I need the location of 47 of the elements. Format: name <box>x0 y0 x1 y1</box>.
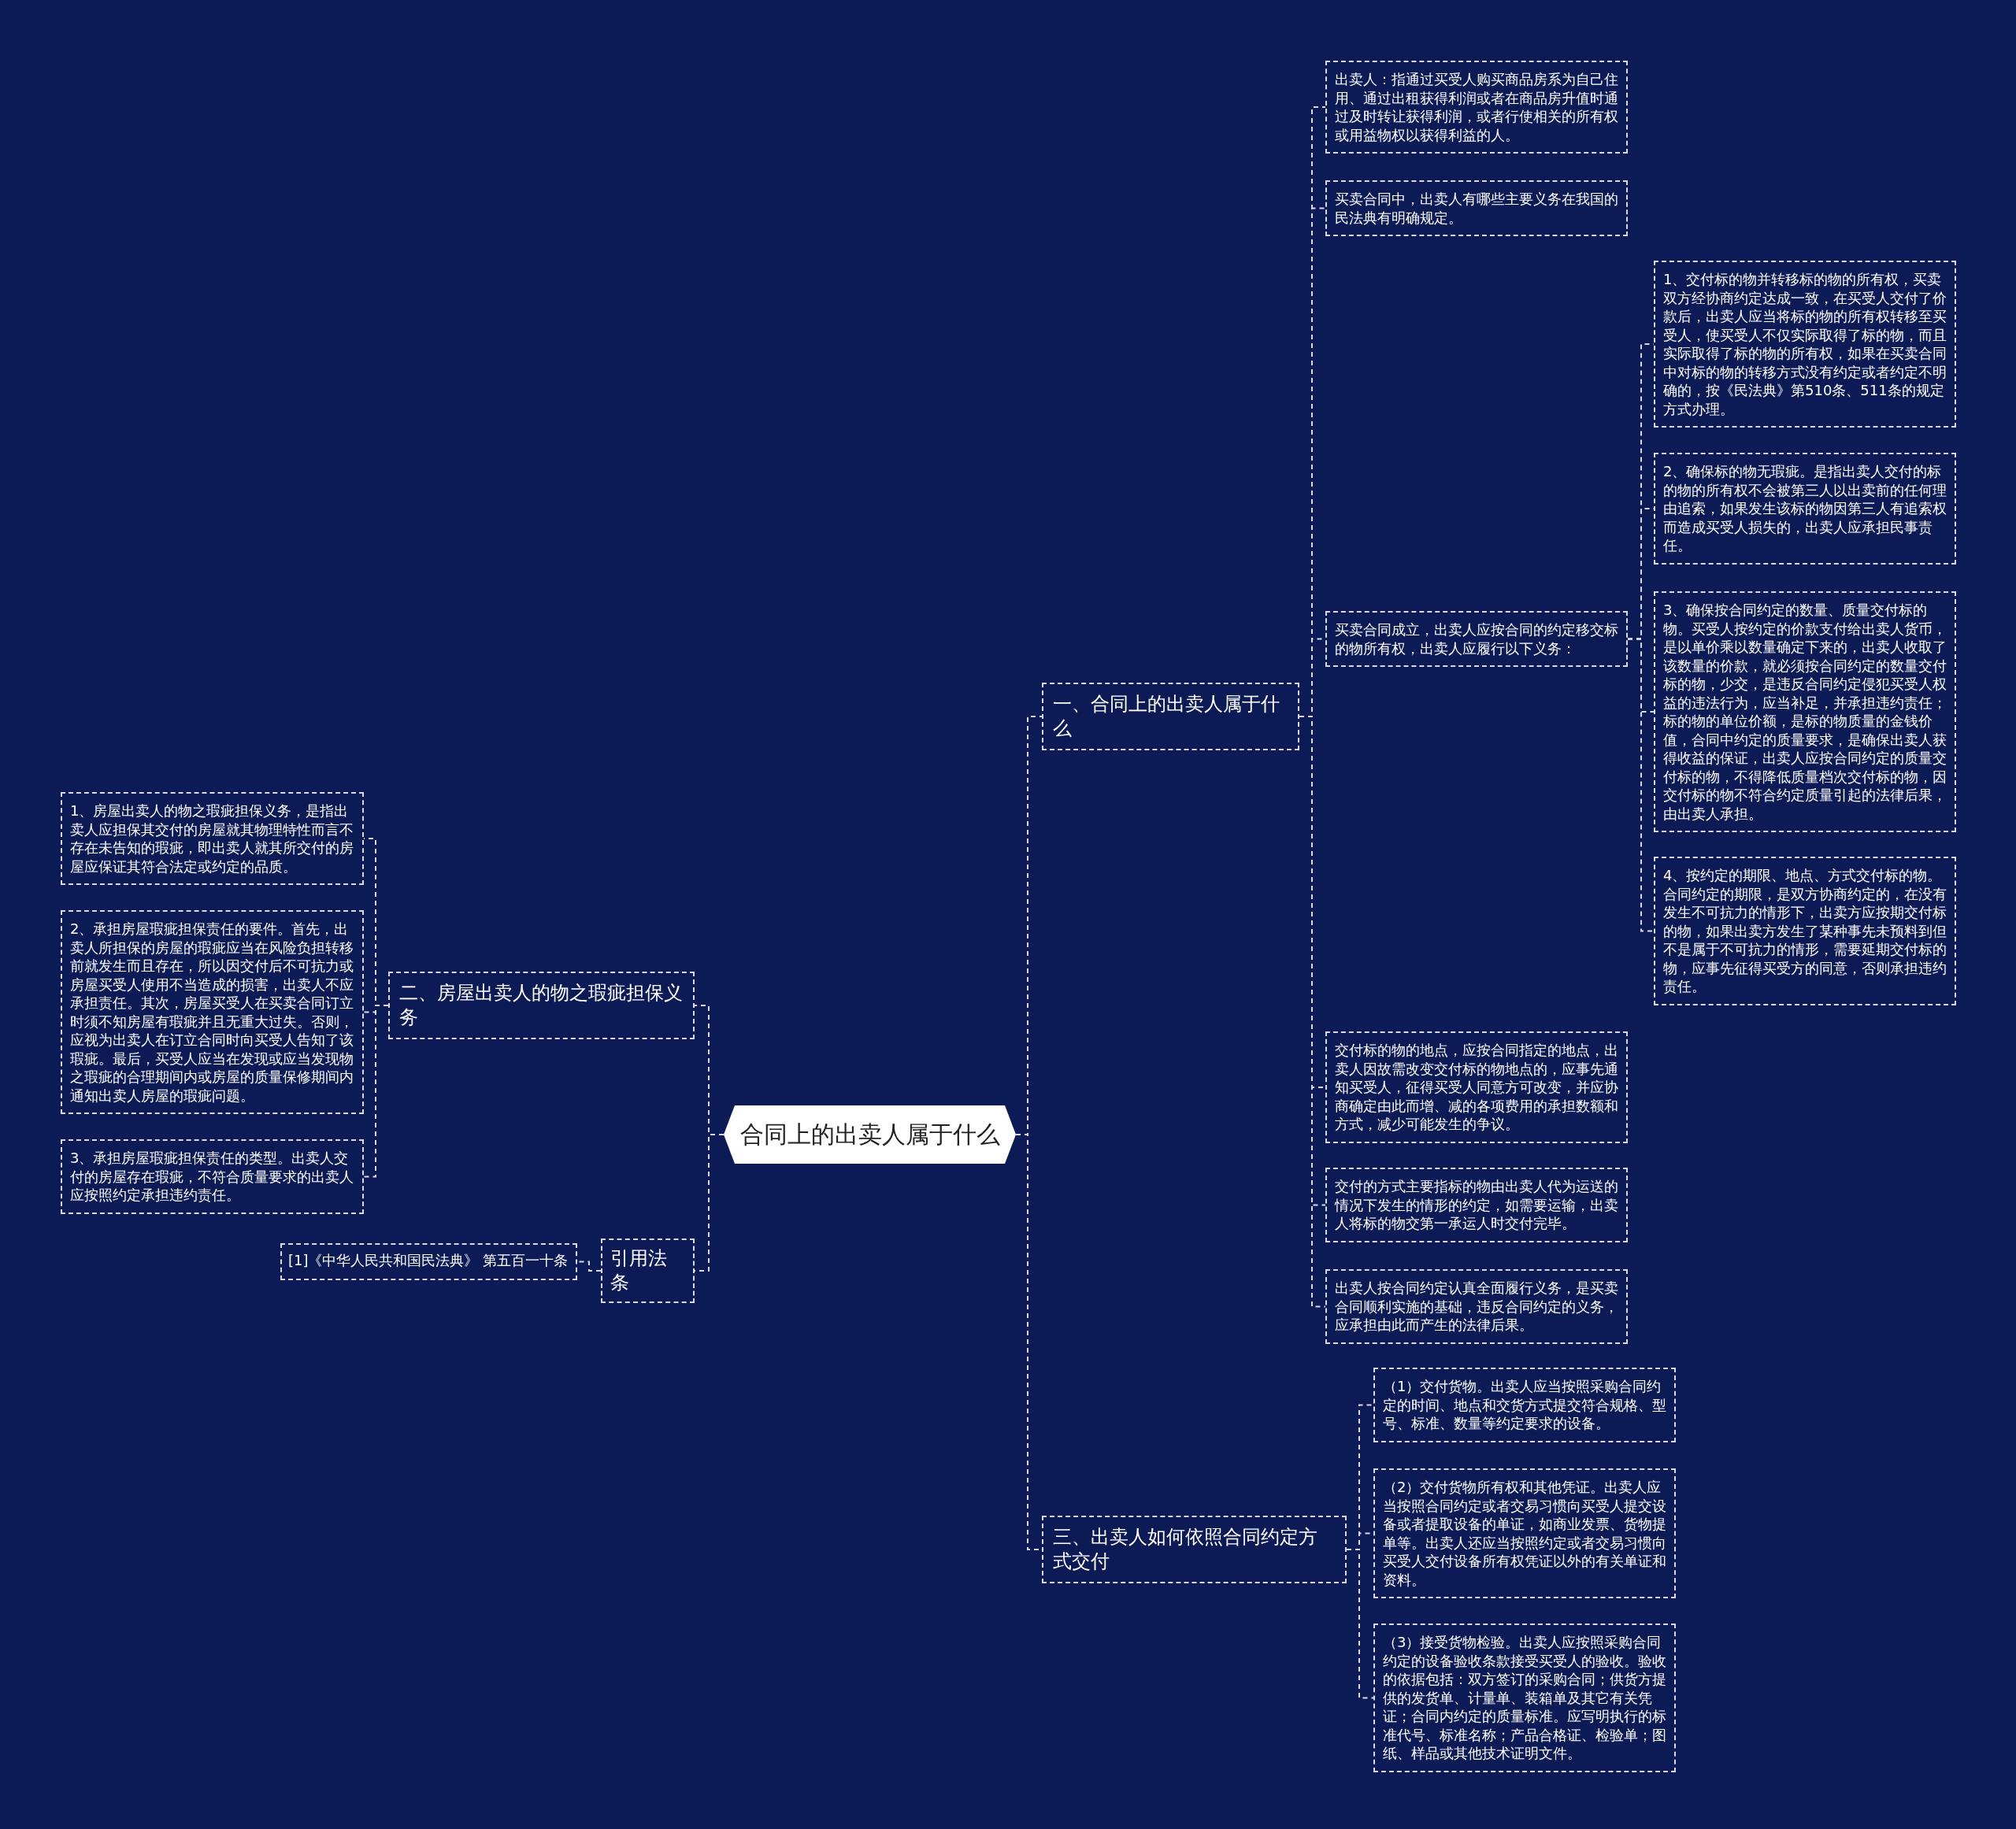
note-text: 3、确保按合同约定的数量、质量交付标的物。买受人按约定的价款支付给出卖人货币，是以单价乘以数量确定下来的，出卖人收取了该数量的价款，就必须按合同约定的数量交付标的物，少交，是违反合同约定侵犯买受人权益的违法行为，应当补足，并承担违约责任；标的物的单位价额，是标的物质量的金钱价值，合同中约定的质量要求，是确保出卖人获得收益的保证，出卖人应按合同约定的质量交付标的物，不得降低质量档次交付标的物，因交付标的物不符合约定质量引起的法律后果，由出卖人承担。 <box>1663 601 1947 823</box>
note-box <box>1373 1468 1676 1598</box>
note-text: 2、确保标的物无瑕疵。是指出卖人交付的标的物的所有权不会被第三人以出卖前的任何理由追索，如果发生该标的物因第三人有追索权而造成买受人损失的，出卖人应承担民事责任。 <box>1663 462 1947 555</box>
note-box <box>61 792 364 885</box>
note-box <box>1325 1269 1628 1344</box>
connector-line <box>694 1134 724 1272</box>
note-text: （1）交付货物。出卖人应当按照采购合同约定的时间、地点和交货方式提交符合规格、型号、标准、数量等约定要求的设备。 <box>1383 1377 1666 1433</box>
note-text: 2、承担房屋瑕疵担保责任的要件。首先，出卖人所担保的房屋的瑕疵应当在风险负担转移前就发生而且存在，所以因交付后不可抗力或房屋买受人使用不当造成的损害，出卖人不应承担责任。其次，房屋买受人在买卖合同订立时须不知房屋有瑕疵并且无重大过失。否则，应视为出卖人在订立合同时向买受人告知了该瑕疵。最后，买受人应当在发现或应当发现物之瑕疵的合理期间内或房屋的质量保修期间内通知出卖人房屋的瑕疵问题。 <box>70 920 354 1105</box>
note-text: 1、交付标的物并转移标的物的所有权，买卖双方经协商约定达成一致，在买受人交付了价款后，出卖人应当将标的物的所有权转移至买受人，使买受人不仅实际取得了标的物，而且实际取得了标的物的所有权，如果在买卖合同中对标的物的转移方式没有约定或者约定不明确的，按《民法典》第510条、511条的规定方式办理。 <box>1663 270 1947 418</box>
note-box <box>1325 1031 1628 1143</box>
note-box <box>1325 1168 1628 1242</box>
note-box <box>1325 61 1628 154</box>
note-text: 出卖人：指通过买受人购买商品房系为自己住用、通过出租获得利润或者在商品房升值时通过及时转让获得利润，或者行使相关的所有权或用益物权以获得利益的人。 <box>1335 70 1618 144</box>
branch-box <box>1042 683 1299 750</box>
note-box <box>1373 1624 1676 1772</box>
note-box <box>1654 857 1956 1005</box>
note-box <box>1325 611 1628 667</box>
branch-box <box>601 1238 695 1303</box>
note-text: 出卖人按合同约定认真全面履行义务，是买卖合同顺利实施的基础，违反合同约定的义务，应承担由此而产生的法律后果。 <box>1335 1279 1618 1335</box>
connector-line <box>1627 638 1655 932</box>
note-text: 4、按约定的期限、地点、方式交付标的物。合同约定的期限，是双方协商约定的，在没有发生不可抗力的情形下，出卖方应按期交付标的物，如果出卖方发生了某种事先未预料到但不是属于不可抗力的情形，需要延期交付标的物，应事先征得买受方的同意，否则承担违约责任。 <box>1663 866 1947 996</box>
central-topic <box>724 1105 1016 1164</box>
branch-label: 二、房屋出卖人的物之瑕疵担保义务 <box>399 981 684 1030</box>
branch-box <box>388 972 695 1039</box>
note-box <box>1654 261 1956 428</box>
note-text: 交付标的物的地点，应按合同指定的地点，出卖人因故需改变交付标的物地点的，应事先通知买受人，征得买受人同意方可改变，并应协商确定由此而增、减的各项费用的承担数额和方式，减少可能发生的争议。 <box>1335 1041 1618 1134</box>
connector-line <box>1346 1549 1374 1699</box>
branch-label: 引用法条 <box>610 1246 668 1295</box>
note-box <box>280 1243 577 1280</box>
note-text: 买卖合同成立，出卖人应按合同的约定移交标的物所有权，出卖人应履行以下义务： <box>1335 620 1618 657</box>
note-text: 3、承担房屋瑕疵担保责任的类型。出卖人交付的房屋存在瑕疵，不符合质量要求的出卖人应按照约定承担违约责任。 <box>70 1149 354 1205</box>
note-box <box>1325 180 1628 236</box>
branch-label: 一、合同上的出卖人属于什么 <box>1053 692 1280 741</box>
note-box <box>61 1139 364 1214</box>
note-box <box>1654 453 1956 565</box>
branch-box <box>1042 1516 1347 1583</box>
connector-line <box>1299 716 1326 1308</box>
note-text: 买卖合同中，出卖人有哪些主要义务在我国的民法典有明确规定。 <box>1335 190 1618 227</box>
note-text: 交付的方式主要指标的物由出卖人代为运送的情况下发生的情形的约定，如需要运输，出卖人将标的物交第一承运人时交付完毕。 <box>1335 1177 1618 1233</box>
connector-line <box>363 1005 389 1178</box>
note-text: 1、房屋出卖人的物之瑕疵担保义务，是指出卖人应担保其交付的房屋就其物理特性而言不存在未告知的瑕疵，即出卖人就其所交付的房屋应保证其符合法定或约定的品质。 <box>70 802 354 876</box>
branch-label: 三、出卖人如何依照合同约定方式交付 <box>1053 1525 1318 1574</box>
note-box <box>1373 1368 1676 1442</box>
note-text: [1]《中华人民共和国民法典》 第五百一十条 <box>288 1251 569 1270</box>
note-text: （3）接受货物检验。出卖人应按照采购合同约定的设备验收条款接受买受人的验收。验收的依据包括：双方签订的采购合同；供货方提供的发货单、计量单、装箱单及其它有关凭证；合同内约定的质量标准。应写明执行的标准代号、标准名称；产品合格证、检验单；图纸、样品或其他技术证明文件。 <box>1383 1633 1666 1763</box>
note-text: （2）交付货物所有权和其他凭证。出卖人应当按照合同约定或者交易习惯向买受人提交设备或者提取设备的单证，如商业发票、货物提单等。出卖人还应当按照约定或者交易习惯向买受人交付设备所有权凭证以外的有关单证和资料。 <box>1383 1478 1666 1589</box>
topic-label: 合同上的出卖人属于什么 <box>739 1119 1000 1150</box>
